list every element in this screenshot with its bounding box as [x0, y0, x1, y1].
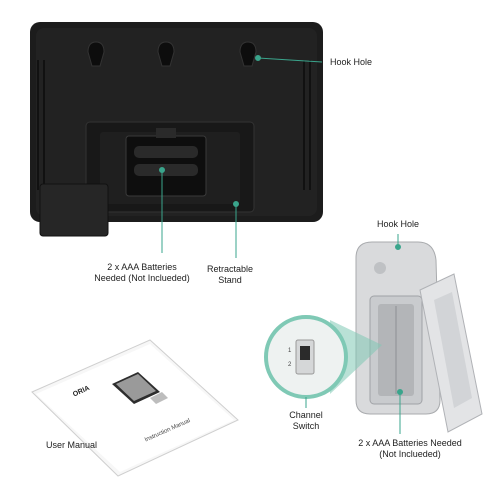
- hook-hole-icon: [87, 41, 257, 67]
- label-channel-line1: Channel: [289, 410, 323, 420]
- sensor-unit: [355, 241, 483, 433]
- label-user-manual: User Manual: [46, 440, 98, 450]
- label-batteries-sensor-line2: (Not Inclueded): [379, 449, 441, 459]
- label-batteries-main-line1: 2 x AAA Batteries: [107, 262, 177, 272]
- label-hook-hole-main: Hook Hole: [330, 57, 373, 67]
- user-manual-booklet: [31, 339, 239, 477]
- label-hook-hole-sensor: Hook Hole: [376, 219, 420, 229]
- display-unit-back: [30, 22, 323, 237]
- label-stand-line2: Stand: [218, 275, 242, 285]
- label-channel-switch: Channel Switch: [276, 410, 336, 432]
- label-batteries-main: 2 x AAA Batteries Needed (Not Inclueded): [82, 262, 202, 284]
- svg-text:2: 2: [288, 362, 292, 368]
- label-batteries-sensor: 2 x AAA Batteries Needed (Not Inclueded): [340, 438, 480, 460]
- label-batteries-sensor-line1: 2 x AAA Batteries Needed: [358, 438, 462, 448]
- label-retractable-stand: Retractable Stand: [190, 264, 270, 286]
- label-batteries-main-line2: Needed (Not Inclueded): [94, 273, 190, 283]
- leader-lines-main: [159, 55, 323, 258]
- label-stand-line1: Retractable: [206, 264, 254, 274]
- battery-compartment-icon: [125, 128, 207, 197]
- label-channel-line2: Switch: [292, 421, 320, 431]
- leader-lines-sensor: [305, 234, 403, 434]
- svg-text:1: 1: [288, 348, 292, 354]
